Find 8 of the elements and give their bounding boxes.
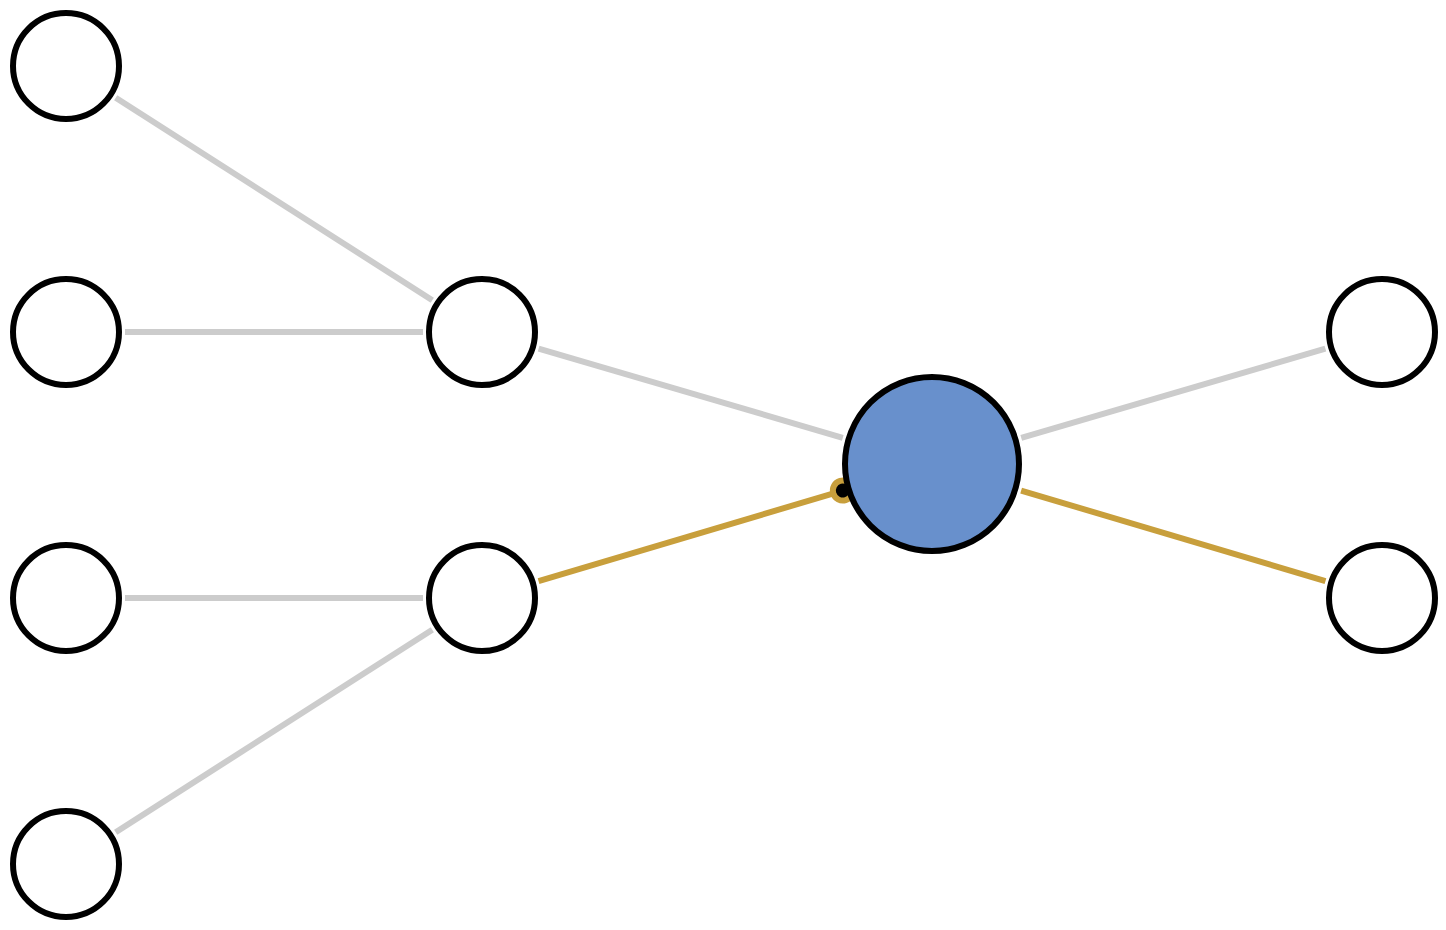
edge-line <box>125 595 423 601</box>
edge-line <box>1020 345 1327 441</box>
highlighted-edge <box>537 477 856 585</box>
edge-line <box>125 329 423 335</box>
edge-line <box>537 345 844 441</box>
edge-line <box>114 627 434 835</box>
highlighted-edge <box>1020 487 1327 585</box>
edge-line <box>114 95 434 303</box>
